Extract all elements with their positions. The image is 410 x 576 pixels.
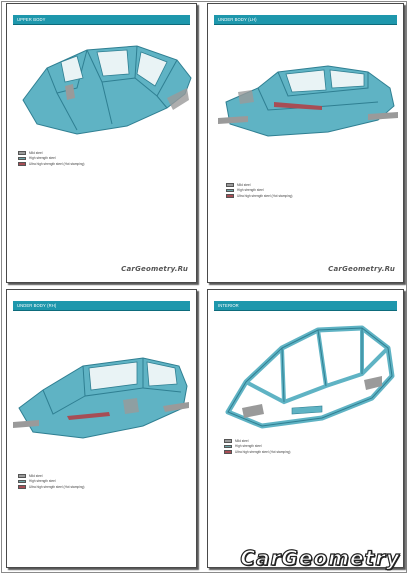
legend-item: High strength steel xyxy=(18,479,84,485)
legend-label: Ultra high strength steel (Hot stamping) xyxy=(235,449,291,454)
legend-swatch xyxy=(224,450,232,454)
legend-item: High strength steel xyxy=(224,444,290,450)
legend-item: Mild steel xyxy=(18,150,84,156)
legend-item: Ultra high strength steel (Hot stamping) xyxy=(18,161,84,167)
legend-label: Mild steel xyxy=(237,182,251,187)
legend-label: High strength steel xyxy=(235,444,262,449)
legend-label: Ultra high strength steel (Hot stamping) xyxy=(29,161,85,166)
material-legend: Mild steel High strength steel Ultra hig… xyxy=(18,473,84,490)
page-header: UNDER BODY (LH) xyxy=(214,15,397,25)
legend-item: Ultra high strength steel (Hot stamping) xyxy=(224,449,290,455)
legend-label: High strength steel xyxy=(29,156,56,161)
interior-illustration xyxy=(225,325,395,429)
legend-swatch xyxy=(226,194,234,198)
legend-item: Mild steel xyxy=(224,438,290,444)
legend-label: Mild steel xyxy=(235,438,249,443)
legend-item: High strength steel xyxy=(226,188,292,194)
legend-item: Ultra high strength steel (Hot stamping) xyxy=(226,193,292,199)
upper-body-illustration xyxy=(22,45,192,135)
page-header: INTERIOR xyxy=(214,301,397,311)
material-legend: Mild steel High strength steel Ultra hig… xyxy=(224,438,290,455)
legend-swatch xyxy=(224,439,232,443)
page-under-body-lh[interactable]: UNDER BODY (LH) Mild steel High strength… xyxy=(207,3,404,283)
material-legend: Mild steel High strength steel Ultra hig… xyxy=(226,182,292,199)
legend-label: Mild steel xyxy=(29,150,43,155)
under-body-rh-illustration xyxy=(13,357,189,439)
material-legend: Mild steel High strength steel Ultra hig… xyxy=(18,150,84,167)
legend-label: High strength steel xyxy=(29,479,56,484)
legend-label: Mild steel xyxy=(29,473,43,478)
legend-swatch xyxy=(18,479,26,483)
legend-swatch xyxy=(18,151,26,155)
legend-swatch xyxy=(226,188,234,192)
legend-item: Ultra high strength steel (Hot stamping) xyxy=(18,484,84,490)
legend-item: Mild steel xyxy=(18,473,84,479)
legend-swatch xyxy=(18,156,26,160)
legend-swatch xyxy=(224,444,232,448)
legend-item: High strength steel xyxy=(18,156,84,162)
legend-label: Ultra high strength steel (Hot stamping) xyxy=(29,484,85,489)
legend-swatch xyxy=(18,474,26,478)
legend-item: Mild steel xyxy=(226,182,292,188)
site-watermark: CarGeometry xyxy=(240,545,400,570)
legend-label: High strength steel xyxy=(237,188,264,193)
legend-swatch xyxy=(18,485,26,489)
page-header: UNDER BODY (RH) xyxy=(13,301,190,311)
under-body-lh-illustration xyxy=(218,65,398,137)
legend-swatch xyxy=(226,183,234,187)
legend-label: Ultra high strength steel (Hot stamping) xyxy=(237,193,293,198)
watermark: CarGeometry.Ru xyxy=(328,265,395,273)
watermark: CarGeometry.Ru xyxy=(121,265,188,273)
page-header: UPPER BODY xyxy=(13,15,190,25)
legend-swatch xyxy=(18,162,26,166)
page-under-body-rh[interactable]: UNDER BODY (RH) Mild steel High strength… xyxy=(6,289,197,568)
page-upper-body[interactable]: UPPER BODY Mild steel High strength stee… xyxy=(6,3,197,283)
page-interior[interactable]: INTERIOR Mild steel High strength steel … xyxy=(207,289,404,568)
